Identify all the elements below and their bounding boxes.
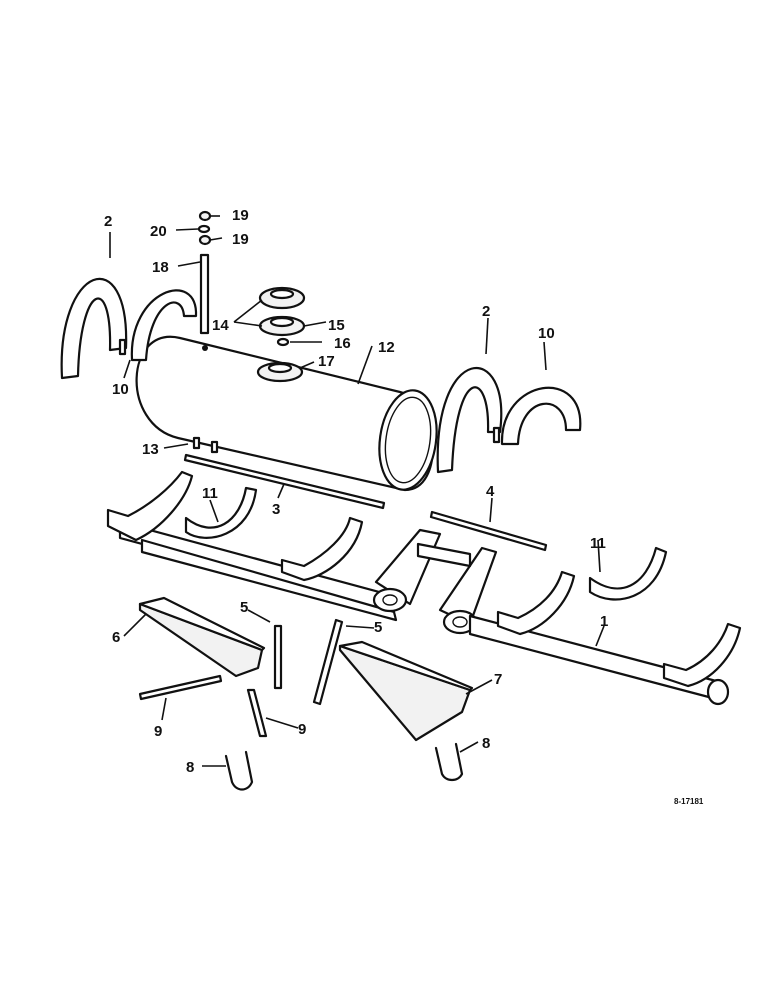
callout-2: 2	[482, 303, 490, 320]
tie-rod	[183, 453, 386, 510]
u-bolt	[224, 750, 254, 791]
washer	[276, 337, 290, 347]
callout-16: 16	[334, 335, 351, 352]
drain-plug	[192, 436, 219, 454]
callout-leaders	[109, 215, 605, 767]
callout-6: 6	[112, 629, 120, 646]
callout-9: 9	[154, 723, 162, 740]
cradle-pad	[588, 546, 668, 601]
callout-labels: 2 2 10 10 19 20 19 18 14 15 16 17 12 13 …	[104, 207, 608, 776]
callout-2: 2	[104, 213, 112, 230]
lock-washer	[197, 224, 211, 234]
frame-rail	[106, 470, 742, 706]
callout-11: 11	[590, 535, 606, 552]
callout-5: 5	[240, 599, 248, 616]
cross-rod	[429, 510, 548, 552]
callout-9: 9	[298, 721, 306, 738]
tank-strap	[60, 277, 128, 380]
callout-19: 19	[232, 207, 249, 224]
callout-7: 7	[494, 671, 502, 688]
callout-13: 13	[142, 441, 159, 458]
callout-20: 20	[150, 223, 167, 240]
callout-14: 14	[212, 317, 229, 334]
u-bolt	[434, 742, 464, 782]
callout-1: 1	[600, 613, 608, 630]
fuel-tank	[135, 335, 438, 492]
nut	[198, 234, 212, 246]
strap-pad	[130, 289, 198, 362]
mounting-bolt	[273, 624, 283, 690]
step-bracket-left	[138, 596, 266, 678]
stud	[199, 253, 210, 335]
drawing-number: 8-17181	[674, 797, 704, 806]
brace-rod	[246, 688, 268, 738]
callout-18: 18	[152, 259, 169, 276]
callout-12: 12	[378, 339, 395, 356]
callout-15: 15	[328, 317, 345, 334]
callout-8: 8	[482, 735, 490, 752]
callout-4: 4	[486, 483, 495, 500]
gasket	[258, 315, 306, 337]
mounting-bolt	[312, 618, 344, 706]
nut	[198, 210, 212, 222]
callout-19: 19	[232, 231, 249, 248]
callout-10: 10	[112, 381, 129, 398]
step-bracket-right	[338, 640, 474, 742]
filler-cap	[258, 286, 306, 310]
tank-strap	[436, 366, 503, 474]
filler-neck	[256, 361, 304, 383]
cradle-pad	[184, 486, 258, 539]
callout-11: 11	[202, 485, 218, 502]
callout-5: 5	[374, 619, 382, 636]
strap-pad	[500, 386, 582, 446]
callout-8: 8	[186, 759, 194, 776]
callout-17: 17	[318, 353, 335, 370]
callout-10: 10	[538, 325, 555, 342]
brace-rod	[138, 674, 223, 701]
callout-3: 3	[272, 501, 280, 518]
